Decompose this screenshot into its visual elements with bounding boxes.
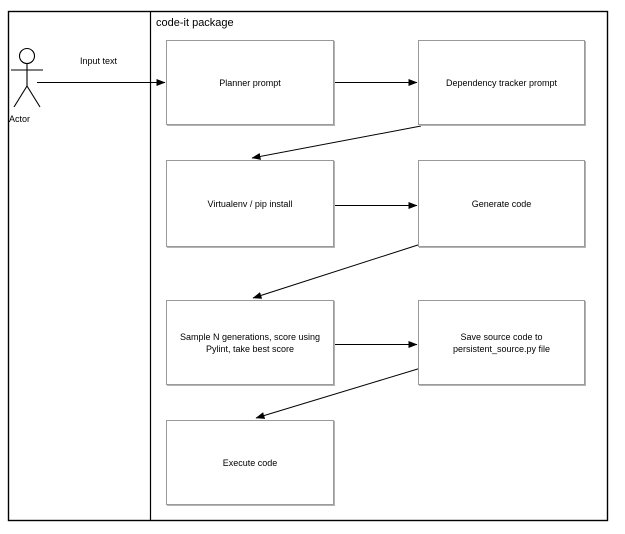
node-virtualenv-pip-install[interactable]: Virtualenv / pip install xyxy=(166,160,334,247)
node-generate-code[interactable]: Generate code xyxy=(418,160,585,247)
node-virtualenv-pip-install-label: Virtualenv / pip install xyxy=(207,198,293,209)
node-generate-code-label: Generate code xyxy=(471,198,532,209)
node-execute-code[interactable]: Execute code xyxy=(166,420,334,505)
package-title: code-it package xyxy=(156,17,234,29)
node-planner-prompt[interactable]: Planner prompt xyxy=(166,40,334,125)
node-save-source-code-label: Save source code to persistent_source.py… xyxy=(452,331,551,354)
actor-icon xyxy=(11,47,43,108)
node-save-source-code[interactable]: Save source code to persistent_source.py… xyxy=(418,300,585,385)
node-dependency-tracker-prompt[interactable]: Dependency tracker prompt xyxy=(418,40,585,125)
node-dependency-tracker-prompt-label: Dependency tracker prompt xyxy=(445,77,558,88)
node-sample-n-generations-label: Sample N generations, score using Pylint… xyxy=(179,331,321,354)
edge-save-source-to-execute xyxy=(255,367,422,419)
actor-label: Actor xyxy=(9,114,31,124)
outer-frame xyxy=(7,10,609,522)
node-sample-n-generations[interactable]: Sample N generations, score using Pylint… xyxy=(166,300,334,385)
edge-generate-code-to-sample xyxy=(252,243,422,299)
node-execute-code-label: Execute code xyxy=(222,457,278,468)
node-planner-prompt-label: Planner prompt xyxy=(219,77,281,88)
edge-dependency-tracker-to-virtualenv xyxy=(251,125,422,160)
edge-label-input-text: Input text xyxy=(78,56,120,67)
